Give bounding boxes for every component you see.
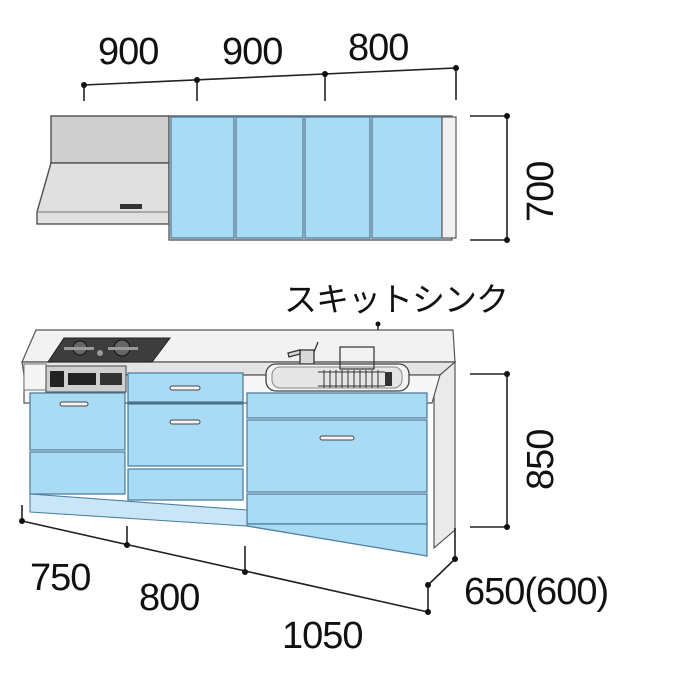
base-cabinets <box>29 372 428 557</box>
upper-width-3: 800 <box>348 27 408 69</box>
base-drawer-mid-2 <box>127 403 244 467</box>
gas-hob <box>47 337 171 363</box>
upper-dimension-line <box>83 67 457 101</box>
sink <box>265 346 410 392</box>
oven-panel <box>23 363 127 393</box>
base-drawer-right-3 <box>246 493 428 525</box>
lower-height-dimension <box>470 373 508 528</box>
base-drawer-right-1 <box>246 392 428 419</box>
lower-width-1: 750 <box>30 557 90 599</box>
upper-width-1: 900 <box>98 31 158 73</box>
base-plinth-right <box>246 523 428 557</box>
wall-door-1 <box>170 116 235 239</box>
upper-width-dimension <box>83 67 457 101</box>
base-drawer-right-2 <box>246 419 428 493</box>
wall-door-2 <box>235 116 304 239</box>
base-drawer-mid-3 <box>127 468 244 501</box>
hood-switch <box>120 204 142 209</box>
base-drawer-mid-1 <box>127 372 244 403</box>
plinth-left <box>29 493 248 527</box>
sink-callout-label: スキットシンク <box>284 281 508 318</box>
depth-dimension: 650(600) <box>464 571 608 613</box>
base-door-left-bottom <box>29 451 126 495</box>
faucet <box>287 341 319 365</box>
lower-width-3: 1050 <box>282 615 363 657</box>
lower-width-2: 800 <box>139 577 199 619</box>
wall-cabinets <box>168 115 457 241</box>
cabinet-side <box>433 361 456 550</box>
upper-dimension-dots <box>81 65 459 88</box>
upper-height: 700 <box>520 162 562 222</box>
range-hood <box>36 115 170 225</box>
wall-door-4 <box>371 116 443 239</box>
wall-door-3 <box>304 116 371 239</box>
upper-height-dimension <box>470 115 508 241</box>
lower-height: 850 <box>520 430 562 490</box>
upper-width-2: 900 <box>222 31 282 73</box>
drawer-handles <box>59 385 355 441</box>
